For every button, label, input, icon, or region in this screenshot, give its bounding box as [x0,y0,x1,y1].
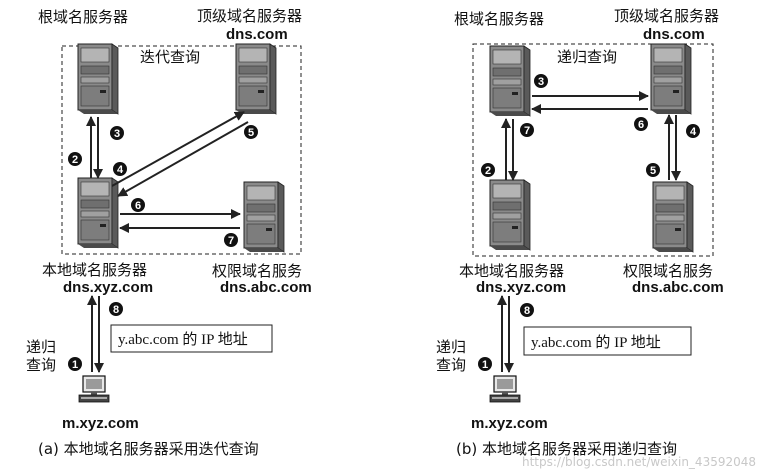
left-tld-host-label: dns.com [226,26,288,43]
svg-text:3: 3 [114,128,120,140]
right-dns-boundary [472,43,714,257]
svg-text:3: 3 [538,76,544,88]
svg-text:5: 5 [650,165,656,177]
right-step-8: 8 [520,303,534,317]
right-auth-server-label: 权限域名服务 [623,262,713,280]
right-step-1: 1 [478,357,492,371]
right-step-5: 5 [646,163,660,177]
right-root-server-icon [489,45,531,117]
svg-text:7: 7 [524,125,530,137]
left-step-3: 3 [110,126,124,140]
right-tld-server-label: 顶级域名服务器 [614,7,719,25]
left-client-pc-icon [78,375,110,403]
left-local-server-label: 本地域名服务器 [42,261,147,279]
left-step-8: 8 [109,302,123,316]
right-auth-host-label: dns.abc.com [632,279,724,296]
left-panel: 根域名服务器 顶级域名服务器 dns.com 迭代查询 2 3 4 5 6 7 … [26,7,312,458]
left-tld-server-label: 顶级域名服务器 [197,7,302,25]
right-step-2: 2 [481,163,495,177]
svg-text:4: 4 [117,164,124,176]
right-root-server-label: 根域名服务器 [454,10,544,28]
right-step-4: 4 [686,124,700,138]
svg-text:2: 2 [485,165,491,177]
right-client-mode-line1: 递归 [436,338,466,356]
right-local-host-label: dns.xyz.com [476,279,566,296]
left-step-7: 7 [224,233,238,247]
left-result-text: y.abc.com 的 IP 地址 [118,331,248,348]
right-result-box [523,326,692,356]
right-auth-server-icon [652,181,694,253]
left-local-host-label: dns.xyz.com [63,279,153,296]
svg-text:4: 4 [690,126,697,138]
right-local-server-label: 本地域名服务器 [459,262,564,280]
left-local-server-icon [77,177,119,249]
left-caption: (a) 本地域名服务器采用迭代查询 [38,440,259,458]
left-step-1: 1 [68,357,82,371]
right-step-6: 6 [634,117,648,131]
left-dns-boundary [61,45,302,255]
right-tld-host-label: dns.com [643,26,705,43]
left-root-server-icon [77,43,119,115]
left-client-mode-line2: 查询 [26,356,56,374]
right-local-server-icon [489,179,531,251]
right-query-mode-label: 递归查询 [557,48,617,66]
svg-text:2: 2 [72,154,78,166]
right-client-mode-line2: 查询 [436,356,466,374]
left-auth-host-label: dns.abc.com [220,279,312,296]
left-result-box [110,324,273,353]
svg-text:6: 6 [135,200,141,212]
right-tld-server-icon [650,43,692,115]
right-client-host-label: m.xyz.com [471,415,548,432]
right-caption: (b) 本地域名服务器采用递归查询 [456,440,677,458]
right-client-pc-icon [489,375,521,403]
left-arrow-5 [117,121,249,197]
left-step-2: 2 [68,152,82,166]
svg-text:8: 8 [113,304,119,316]
svg-text:5: 5 [248,127,254,139]
left-client-host-label: m.xyz.com [62,415,139,432]
left-step-6: 6 [131,198,145,212]
left-arrow-4 [111,111,245,187]
right-result-text: y.abc.com 的 IP 地址 [531,334,661,351]
left-step-5: 5 [244,125,258,139]
left-root-server-label: 根域名服务器 [38,8,128,26]
left-auth-server-label: 权限域名服务 [212,262,302,280]
right-step-7: 7 [520,123,534,137]
right-step-3: 3 [534,74,548,88]
svg-text:1: 1 [72,359,78,371]
left-step-4: 4 [113,162,127,176]
svg-text:6: 6 [638,119,644,131]
left-tld-server-icon [235,43,277,115]
svg-text:7: 7 [228,235,234,247]
svg-text:8: 8 [524,305,530,317]
left-query-mode-label: 迭代查询 [140,48,200,66]
svg-text:1: 1 [482,359,488,371]
right-panel: 根域名服务器 顶级域名服务器 dns.com 递归查询 3 6 7 2 4 5 … [436,7,724,458]
left-client-mode-line1: 递归 [26,338,56,356]
watermark: https://blog.csdn.net/weixin_43592048 [522,455,756,469]
left-auth-server-icon [243,181,285,253]
